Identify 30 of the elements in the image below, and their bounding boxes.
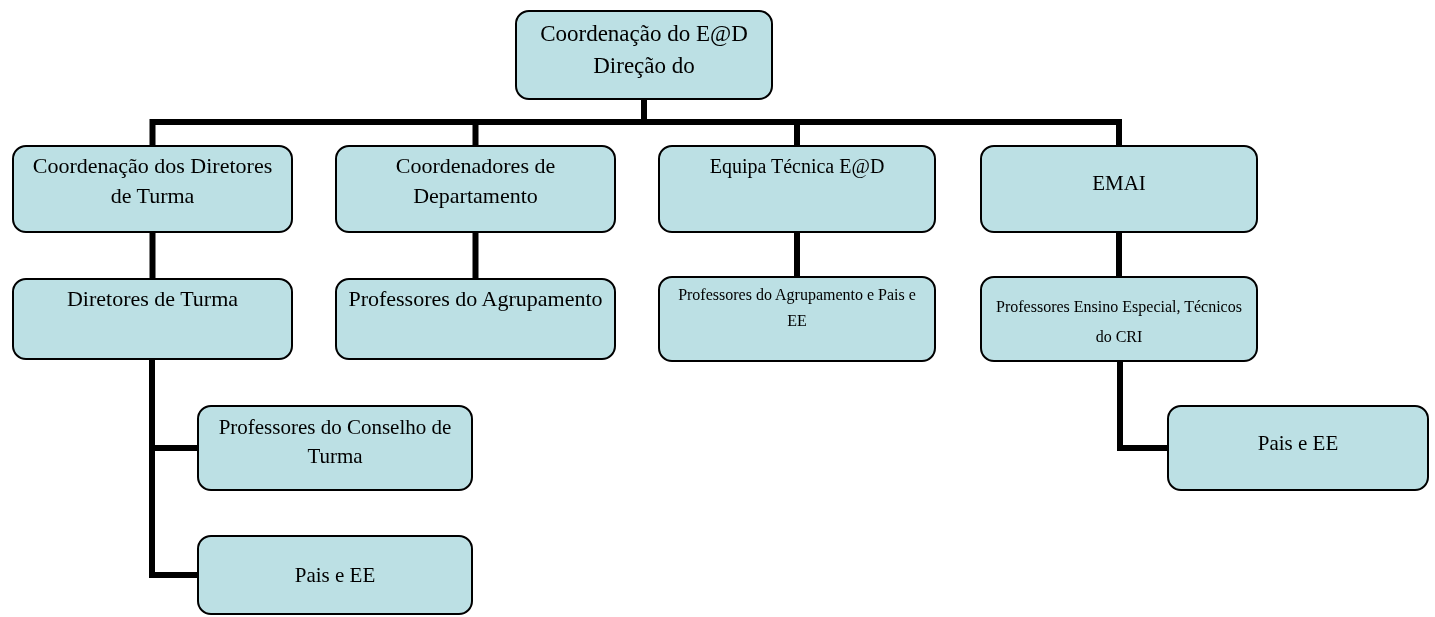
box-label: Professores do Agrupamento e Pais e EE bbox=[677, 285, 917, 331]
connector-line bbox=[1116, 233, 1122, 276]
org-box bbox=[197, 535, 473, 615]
org-box bbox=[980, 276, 1258, 362]
box-label: Coordenação dos Diretores de Turma bbox=[31, 152, 274, 210]
connector-line bbox=[794, 233, 800, 276]
org-box bbox=[197, 405, 473, 491]
box-label: Pais e EE bbox=[1256, 430, 1340, 457]
org-box bbox=[1167, 405, 1429, 491]
box-label: Professores do Agrupamento bbox=[347, 285, 604, 313]
connector-line bbox=[1117, 362, 1167, 451]
connector-line bbox=[149, 233, 156, 278]
connector-line bbox=[472, 233, 479, 278]
box-label: Professores Ensino Especial, Técnicos do CRI bbox=[995, 297, 1243, 347]
box-label: Diretores de Turma bbox=[65, 285, 240, 313]
box-label: Coordenação do E@D Direção do bbox=[539, 20, 749, 80]
org-box bbox=[335, 145, 616, 233]
org-box bbox=[515, 10, 773, 100]
org-box bbox=[12, 278, 293, 360]
org-box bbox=[658, 276, 936, 362]
box-label: EMAI bbox=[1091, 170, 1147, 197]
org-box bbox=[335, 278, 616, 360]
org-box bbox=[12, 145, 293, 233]
org-box bbox=[658, 145, 936, 233]
org-box bbox=[980, 145, 1258, 233]
box-label: Professores do Conselho de Turma bbox=[217, 414, 453, 470]
box-label: Coordenadores de Departamento bbox=[394, 152, 557, 210]
box-label: Equipa Técnica E@D bbox=[708, 154, 886, 179]
connector-line bbox=[641, 100, 1122, 145]
box-label: Pais e EE bbox=[293, 562, 377, 589]
